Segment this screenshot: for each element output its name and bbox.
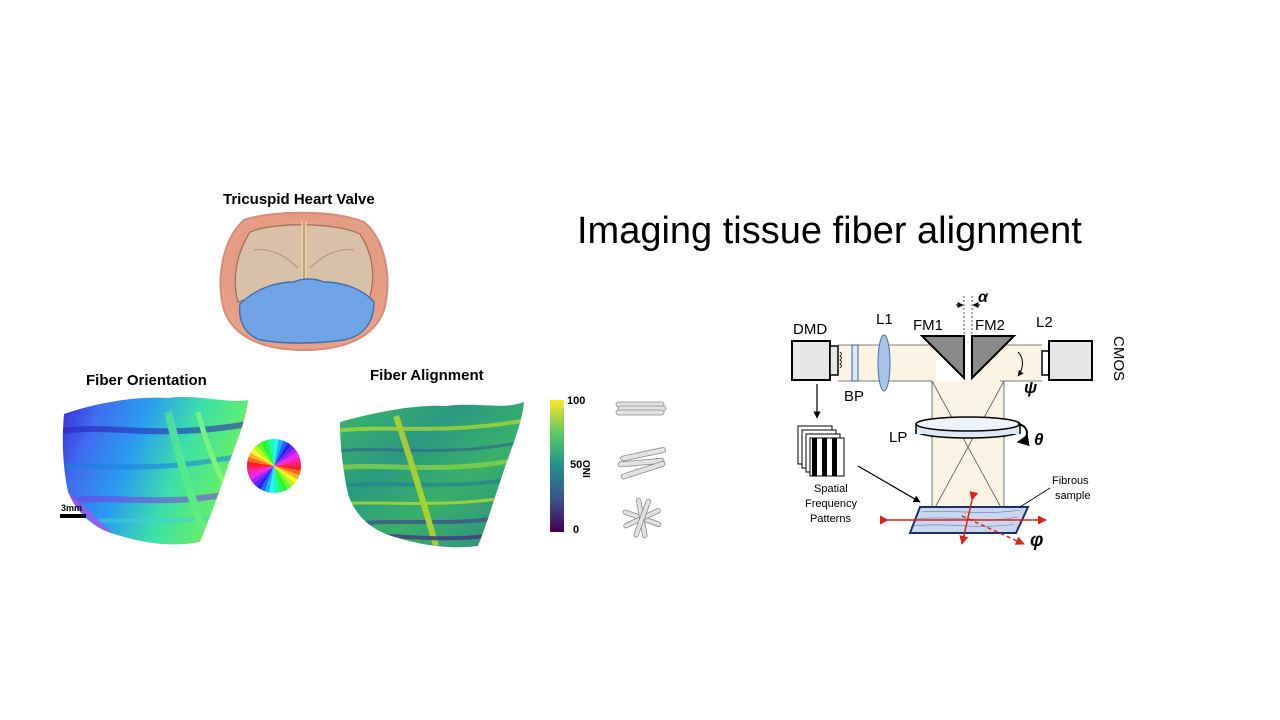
lp-label: LP [889,429,907,446]
color-wheel-segment [274,466,300,480]
color-wheel-segment [274,456,301,466]
partially-aligned-fibers-icon [617,447,667,480]
colorbar-tick-0: 0 [573,524,580,536]
slide-title: Imaging tissue fiber alignment [577,210,1082,252]
colorbar-tick-100: 100 [567,395,586,407]
alignment-title: Fiber Alignment [370,367,484,384]
dmd-label: DMD [793,321,827,338]
color-wheel-segment [264,466,274,493]
color-wheel-segment [274,466,301,471]
bandpass-filter [851,344,859,382]
color-wheel-segment [250,466,274,484]
fm1-label: FM1 [913,317,943,334]
color-wheel-segment [253,466,274,487]
tricuspid-valve-illustration [219,211,389,352]
fiber-alignment-icons [615,401,667,539]
scale-bar-label: 3mm [61,503,83,513]
psi-label: ψ [1024,378,1037,397]
color-wheel-segment [274,466,295,487]
color-wheel-segment [247,466,274,471]
sample-label-1: Fibrous [1052,475,1089,487]
color-wheel-segment [274,439,284,466]
spatial-frequency-patterns-icon [797,425,845,477]
color-wheel-segment [269,466,274,493]
color-wheel-segment [248,452,274,466]
colorbar-label: ONI [580,460,591,478]
color-wheel-segment [256,442,274,466]
patterns-label-1: Spatial [814,483,848,495]
lens-l1 [877,334,891,392]
cmos-camera [1048,340,1093,381]
dmd-camera-body [791,340,831,381]
folding-mirror-fm2 [971,335,1017,381]
bp-label: BP [844,388,864,405]
sample-label-2: sample [1055,490,1090,502]
patterns-label-3: Patterns [810,513,851,525]
color-wheel-segment [274,439,279,466]
cmos-label: CMOS [1110,336,1127,381]
valve-orifice [238,278,375,344]
folding-mirror-fm1 [919,335,965,381]
phi-label: φ [1030,530,1043,551]
color-wheel-segment [274,440,288,466]
lens-l2 [1041,350,1050,376]
color-wheel-segment [274,448,298,466]
l2-label: L2 [1036,314,1053,331]
color-wheel-segment [247,466,274,476]
theta-label: θ [1034,430,1044,449]
color-wheel-segment [274,466,288,492]
color-wheel-segment [247,461,274,466]
color-wheel-segment [247,456,274,466]
orientation-color-wheel [247,439,301,493]
orientation-title: Fiber Orientation [86,372,207,389]
fiber-alignment-map [340,402,524,548]
color-wheel-segment [274,452,300,466]
patterns-label-2: Frequency [805,498,857,510]
color-wheel-segment [260,466,274,492]
color-wheel-segment [274,466,284,493]
color-wheel-segment [264,439,274,466]
color-wheel-segment [274,442,292,466]
random-fibers-icon [622,497,662,539]
colorbar-gradient [550,400,564,532]
color-wheel-segment [274,461,301,466]
optical-setup-diagram: DMD BP L1 FM1 FM2 α L2 CMOS ψ LP θ Spati… [791,289,1127,551]
oni-colorbar [550,400,564,532]
color-wheel-segment [256,466,274,490]
valve-title: Tricuspid Heart Valve [223,191,375,208]
color-wheel-segment [250,448,274,466]
aligned-fibers-icon [615,401,667,416]
l1-label: L1 [876,311,893,328]
color-wheel-segment [260,440,274,466]
color-wheel-segment [253,445,274,466]
color-wheel-segment [274,466,301,476]
color-wheel-segment [269,439,274,466]
colorbar-tick-50: 50 [570,459,583,471]
dmd-head [829,345,839,376]
fm2-label: FM2 [975,317,1005,334]
color-wheel-segment [248,466,274,480]
color-wheel-segment [274,466,279,493]
scale-bar [60,514,86,518]
color-wheel-segment [274,466,292,490]
color-wheel-segment [274,445,295,466]
color-wheel-segment [274,466,298,484]
fiber-orientation-map [60,397,248,545]
alpha-label: α [978,289,989,306]
